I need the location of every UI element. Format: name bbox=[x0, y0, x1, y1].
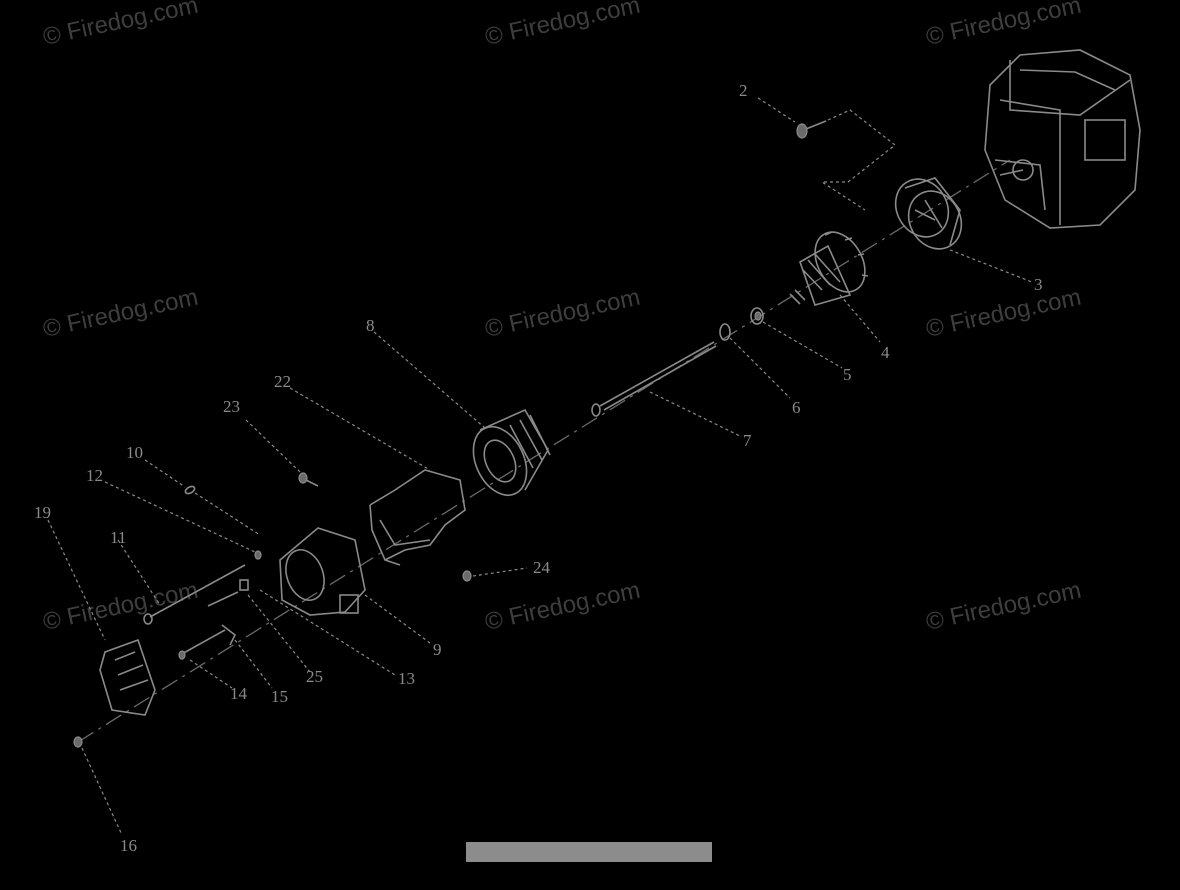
watermark: © Firedog.com bbox=[41, 0, 201, 51]
part-label: 16 bbox=[120, 836, 137, 855]
watermark: © Firedog.com bbox=[483, 577, 643, 636]
part-16-screw bbox=[73, 736, 123, 836]
part-label: 14 bbox=[230, 684, 248, 703]
watermark: © Firedog.com bbox=[41, 577, 201, 636]
part-label: 15 bbox=[271, 687, 288, 706]
part-14-15-terminal bbox=[178, 624, 273, 689]
part-label: 9 bbox=[433, 640, 442, 659]
part-2-bolt bbox=[757, 97, 896, 211]
part-22-shroud bbox=[289, 387, 466, 566]
assembly-axis bbox=[77, 159, 1011, 743]
part-label: 25 bbox=[306, 667, 323, 686]
part-19-end-cover bbox=[47, 519, 156, 716]
part-10-spacer bbox=[144, 459, 261, 536]
part-25-bracket bbox=[207, 579, 396, 676]
part-label: 3 bbox=[1034, 275, 1043, 294]
part-label: 22 bbox=[274, 372, 291, 391]
part-label: 6 bbox=[792, 398, 801, 417]
part-label: 12 bbox=[86, 466, 103, 485]
watermark: © Firedog.com bbox=[483, 0, 643, 51]
part-number-labels: 2 3 4 5 6 7 8 9 10 11 12 13 14 15 16 19 … bbox=[34, 81, 1043, 855]
part-23-screw bbox=[245, 419, 319, 487]
part-label: 2 bbox=[739, 81, 748, 100]
watermark: © Firedog.com bbox=[41, 284, 201, 343]
part-label: 19 bbox=[34, 503, 51, 522]
watermark: © Firedog.com bbox=[924, 284, 1084, 343]
part-12-washer bbox=[104, 481, 262, 560]
part-5-washer bbox=[750, 307, 843, 369]
watermark: © Firedog.com bbox=[924, 0, 1084, 51]
part-label: 23 bbox=[223, 397, 240, 416]
part-label: 8 bbox=[366, 316, 375, 335]
watermark: © Firedog.com bbox=[924, 577, 1084, 636]
part-4-rotor bbox=[789, 231, 881, 343]
part-label: 11 bbox=[110, 528, 126, 547]
part-11-screw bbox=[117, 539, 246, 625]
part-8-stator bbox=[373, 331, 551, 496]
part-label: 4 bbox=[881, 343, 890, 362]
part-label: 10 bbox=[126, 443, 143, 462]
bottom-bar bbox=[466, 842, 712, 862]
part-3-fan-ring bbox=[894, 177, 1033, 283]
part-9-end-bell bbox=[279, 527, 431, 644]
part-label: 5 bbox=[843, 365, 852, 384]
watermark-layer: © Firedog.com © Firedog.com © Firedog.co… bbox=[41, 0, 1084, 636]
watermark: © Firedog.com bbox=[483, 284, 643, 343]
part-label: 13 bbox=[398, 669, 415, 688]
part-6-washer bbox=[719, 323, 791, 399]
part-7-through-bolt bbox=[591, 341, 741, 437]
part-label: 7 bbox=[743, 431, 752, 450]
engine-icon bbox=[984, 49, 1141, 229]
part-label: 24 bbox=[533, 558, 551, 577]
part-24-nut bbox=[462, 567, 528, 582]
